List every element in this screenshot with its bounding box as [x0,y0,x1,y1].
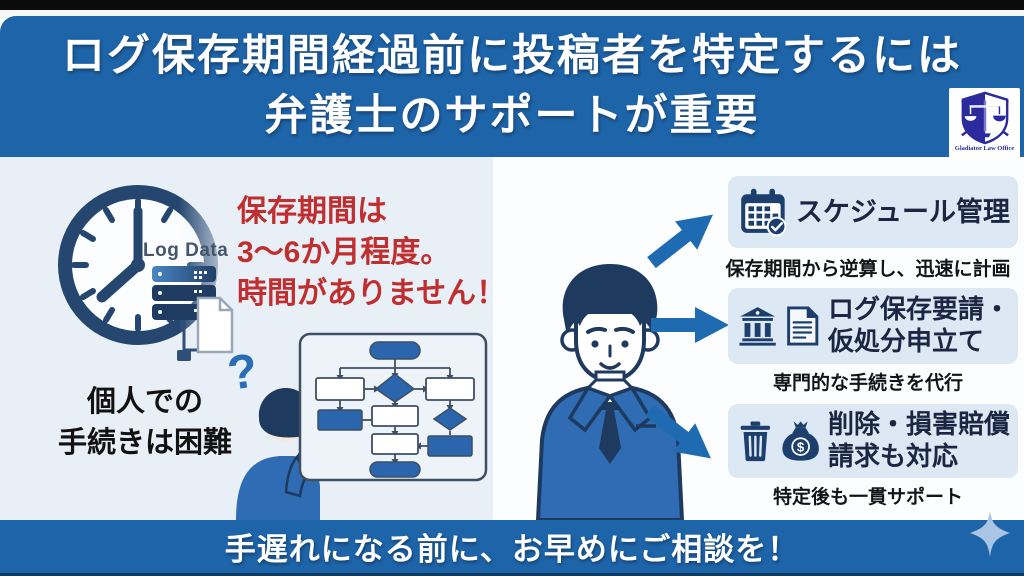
arrow-up-right-icon [647,214,713,269]
log-data-label: Log Data [143,240,229,261]
document-lines-icon [787,306,819,346]
background-strip [0,10,1024,18]
service-caption: 専門的な手続きを代行 [772,373,963,394]
service-title: ログ保存要請・ 仮処分申立て [827,294,1010,356]
arrow-right-icon [651,307,729,343]
flowchart-illustration [298,332,488,482]
header-bar: ログ保存期間経過前に投稿者を特定するには 弁護士のサポートが重要 [0,16,1024,157]
shield-scales-icon [960,91,1009,145]
arrow-down-right-icon [645,404,711,459]
content-area: Log Data [0,157,1024,520]
header-title-line1: ログ保存期間経過前に投稿者を特定するには [62,32,962,81]
money-bag-icon: $ [782,421,819,461]
sparkle-icon [970,511,1010,557]
footer-message: 手遅れになる前に、お早めにご相談を！ [224,532,800,567]
warning-text: 保存期間は 3〜6か月程度。 時間がありません！ [237,195,507,310]
logo-caption: Gladiator Law Office [954,145,1015,152]
logo-box: Gladiator Law Office [949,88,1020,160]
service-card-legal-filing: ログ保存要請・ 仮処分申立て [728,288,1018,364]
lawyer-illustration [535,264,685,520]
letterbox-bar [0,0,1024,10]
difficulty-text: 個人での 手続きは困難 [57,386,232,460]
service-title: 削除・損害賠償 請求も対応 [827,409,1010,471]
service-card-schedule: スケジュール管理 [728,176,1018,248]
trash-icon [740,421,770,462]
svg-text:$: $ [797,440,805,455]
service-title: スケジュール管理 [795,196,1010,227]
footer-bar: 手遅れになる前に、お早めにご相談を！ [0,520,1024,576]
bank-icon [739,307,776,346]
service-caption: 保存期間から逆算し、迅速に計画 [725,259,1011,280]
service-card-deletion-damages: $ 削除・損害賠償 請求も対応 [728,404,1018,478]
document-icon [196,296,234,354]
header-title-line2: 弁護士のサポートが重要 [264,91,760,140]
calendar-check-icon [741,188,787,237]
server-stack-icon [152,266,234,361]
service-caption: 特定後も一貫サポート [772,487,963,508]
